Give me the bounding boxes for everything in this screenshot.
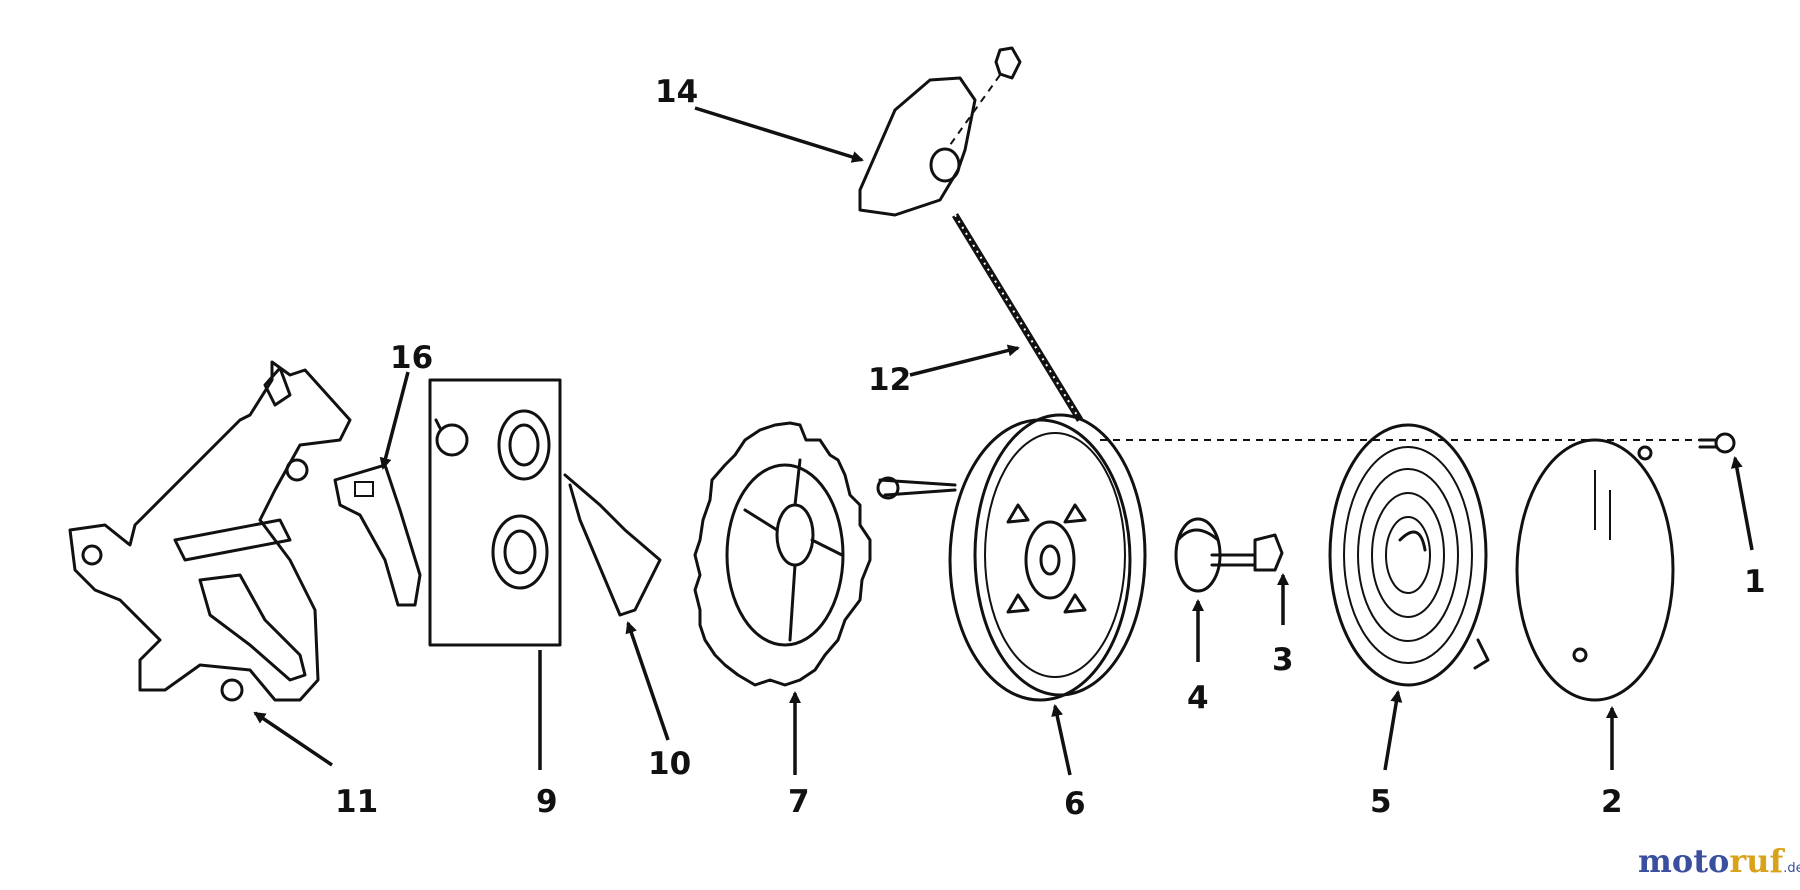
screw-part-1	[1698, 432, 1736, 454]
callout-6: 6	[1064, 786, 1086, 822]
callout-arrows	[253, 106, 1754, 776]
pulley-part-6	[876, 413, 1147, 702]
callout-11: 11	[335, 784, 378, 820]
watermark-logo: motoruf.de	[1638, 842, 1800, 880]
callout-4: 4	[1187, 680, 1209, 716]
arrow-5	[1383, 690, 1403, 771]
callout-2: 2	[1601, 784, 1623, 820]
callout-12: 12	[868, 362, 911, 398]
callout-9: 9	[536, 784, 558, 820]
cover-part-2	[1515, 438, 1675, 702]
watermark-suffix: .de	[1783, 861, 1800, 876]
kit-box-part-9	[428, 378, 562, 647]
arrow-12	[909, 344, 1020, 377]
spring-clip-part-10	[563, 473, 662, 617]
arrow-10	[625, 621, 670, 741]
watermark-part-a: moto	[1638, 842, 1729, 880]
arrow-14	[694, 106, 864, 163]
callout-16: 16	[390, 340, 433, 376]
callout-3: 3	[1272, 642, 1294, 678]
callout-10: 10	[648, 746, 691, 782]
arrow-11	[253, 711, 333, 767]
pawl-part-16	[333, 463, 422, 607]
callout-14: 14	[655, 74, 698, 110]
rope-part-12	[952, 213, 1083, 422]
bolt-part-3	[1210, 533, 1284, 572]
arrow-1	[1730, 456, 1754, 551]
gear-part-7	[693, 421, 872, 687]
watermark-part-b: ruf	[1729, 842, 1785, 880]
arrow-16	[379, 371, 410, 470]
callout-7: 7	[788, 784, 810, 820]
svg-text:motoruf.de: motoruf.de	[1638, 842, 1800, 880]
callout-5: 5	[1370, 784, 1392, 820]
spring-part-5	[1328, 423, 1490, 687]
handle-part-14	[858, 46, 1022, 217]
arrow-6	[1051, 704, 1072, 776]
bracket-part-11	[68, 360, 352, 702]
callout-1: 1	[1744, 564, 1766, 600]
